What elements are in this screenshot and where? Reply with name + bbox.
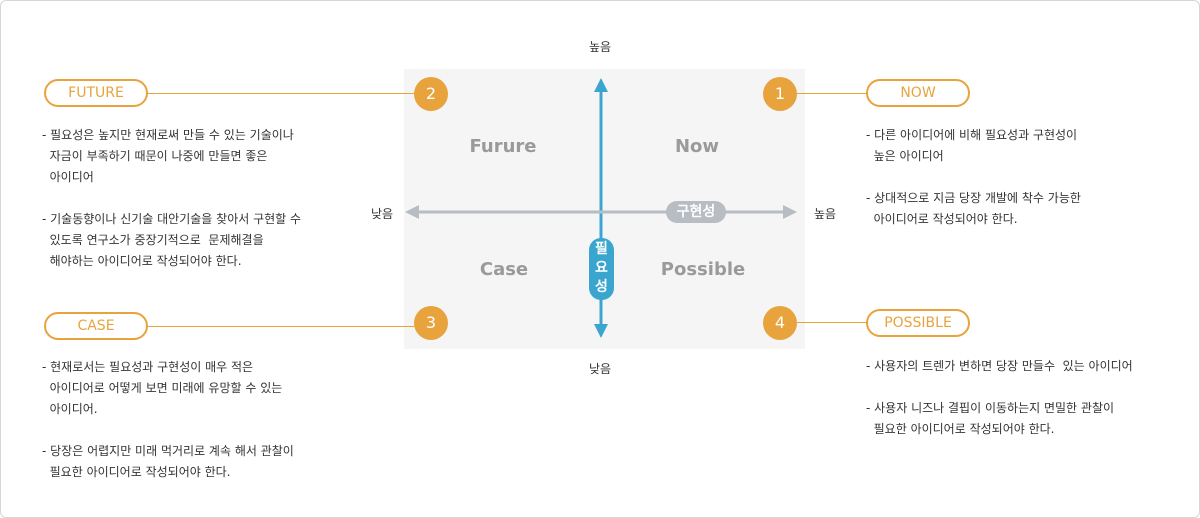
vertical-axis-high-label: 높음 [589, 40, 612, 54]
now-connector-line [797, 93, 867, 94]
case-description: - 현재로서는 필요성과 구현성이 매우 적은 아이디어로 어떻게 보면 미래에… [42, 360, 294, 479]
horizontal-axis-high-label: 높음 [814, 207, 837, 221]
now-number-badge: 1 [763, 77, 797, 111]
quadrant-label-bottom-left: Case [479, 259, 529, 280]
horizontal-axis-name-badge: 구현성 [666, 201, 726, 223]
horizontal-axis-low-label: 낮음 [371, 207, 394, 221]
vertical-axis-low-label: 낮음 [589, 362, 612, 376]
possible-connector-line [797, 322, 867, 323]
possible-description: - 사용자의 트렌가 변하면 당장 만들수 있는 아이디어 - 사용자 니즈나 … [866, 359, 1133, 436]
future-description: - 필요성은 높지만 현재로써 만들 수 있는 기술이나 자금이 부족하기 때문… [42, 128, 302, 268]
future-connector-line [146, 93, 416, 94]
quadrant-label-top-left: Furure [469, 136, 537, 157]
case-label-pill: CASE [44, 312, 148, 340]
case-number-badge: 3 [414, 306, 448, 340]
now-label-pill: NOW [866, 79, 970, 107]
future-number-badge: 2 [414, 77, 448, 111]
vertical-axis-name-char: 필 [595, 241, 608, 257]
vertical-axis-name-badge: 필 요 성 [589, 238, 614, 300]
future-label-pill: FUTURE [44, 79, 148, 107]
possible-number-badge: 4 [763, 306, 797, 340]
quadrant-label-top-right: Now [674, 136, 720, 157]
now-description: - 다른 아이디어에 비해 필요성과 구현성이 높은 아이디어 - 상대적으로 … [866, 128, 1081, 226]
vertical-axis-name-char: 요 [595, 260, 608, 276]
possible-label-pill: POSSIBLE [866, 309, 970, 337]
case-connector-line [146, 326, 416, 327]
quadrant-area [404, 69, 805, 349]
vertical-axis-name-char: 성 [595, 279, 608, 295]
quadrant-label-bottom-right: Possible [660, 259, 746, 280]
